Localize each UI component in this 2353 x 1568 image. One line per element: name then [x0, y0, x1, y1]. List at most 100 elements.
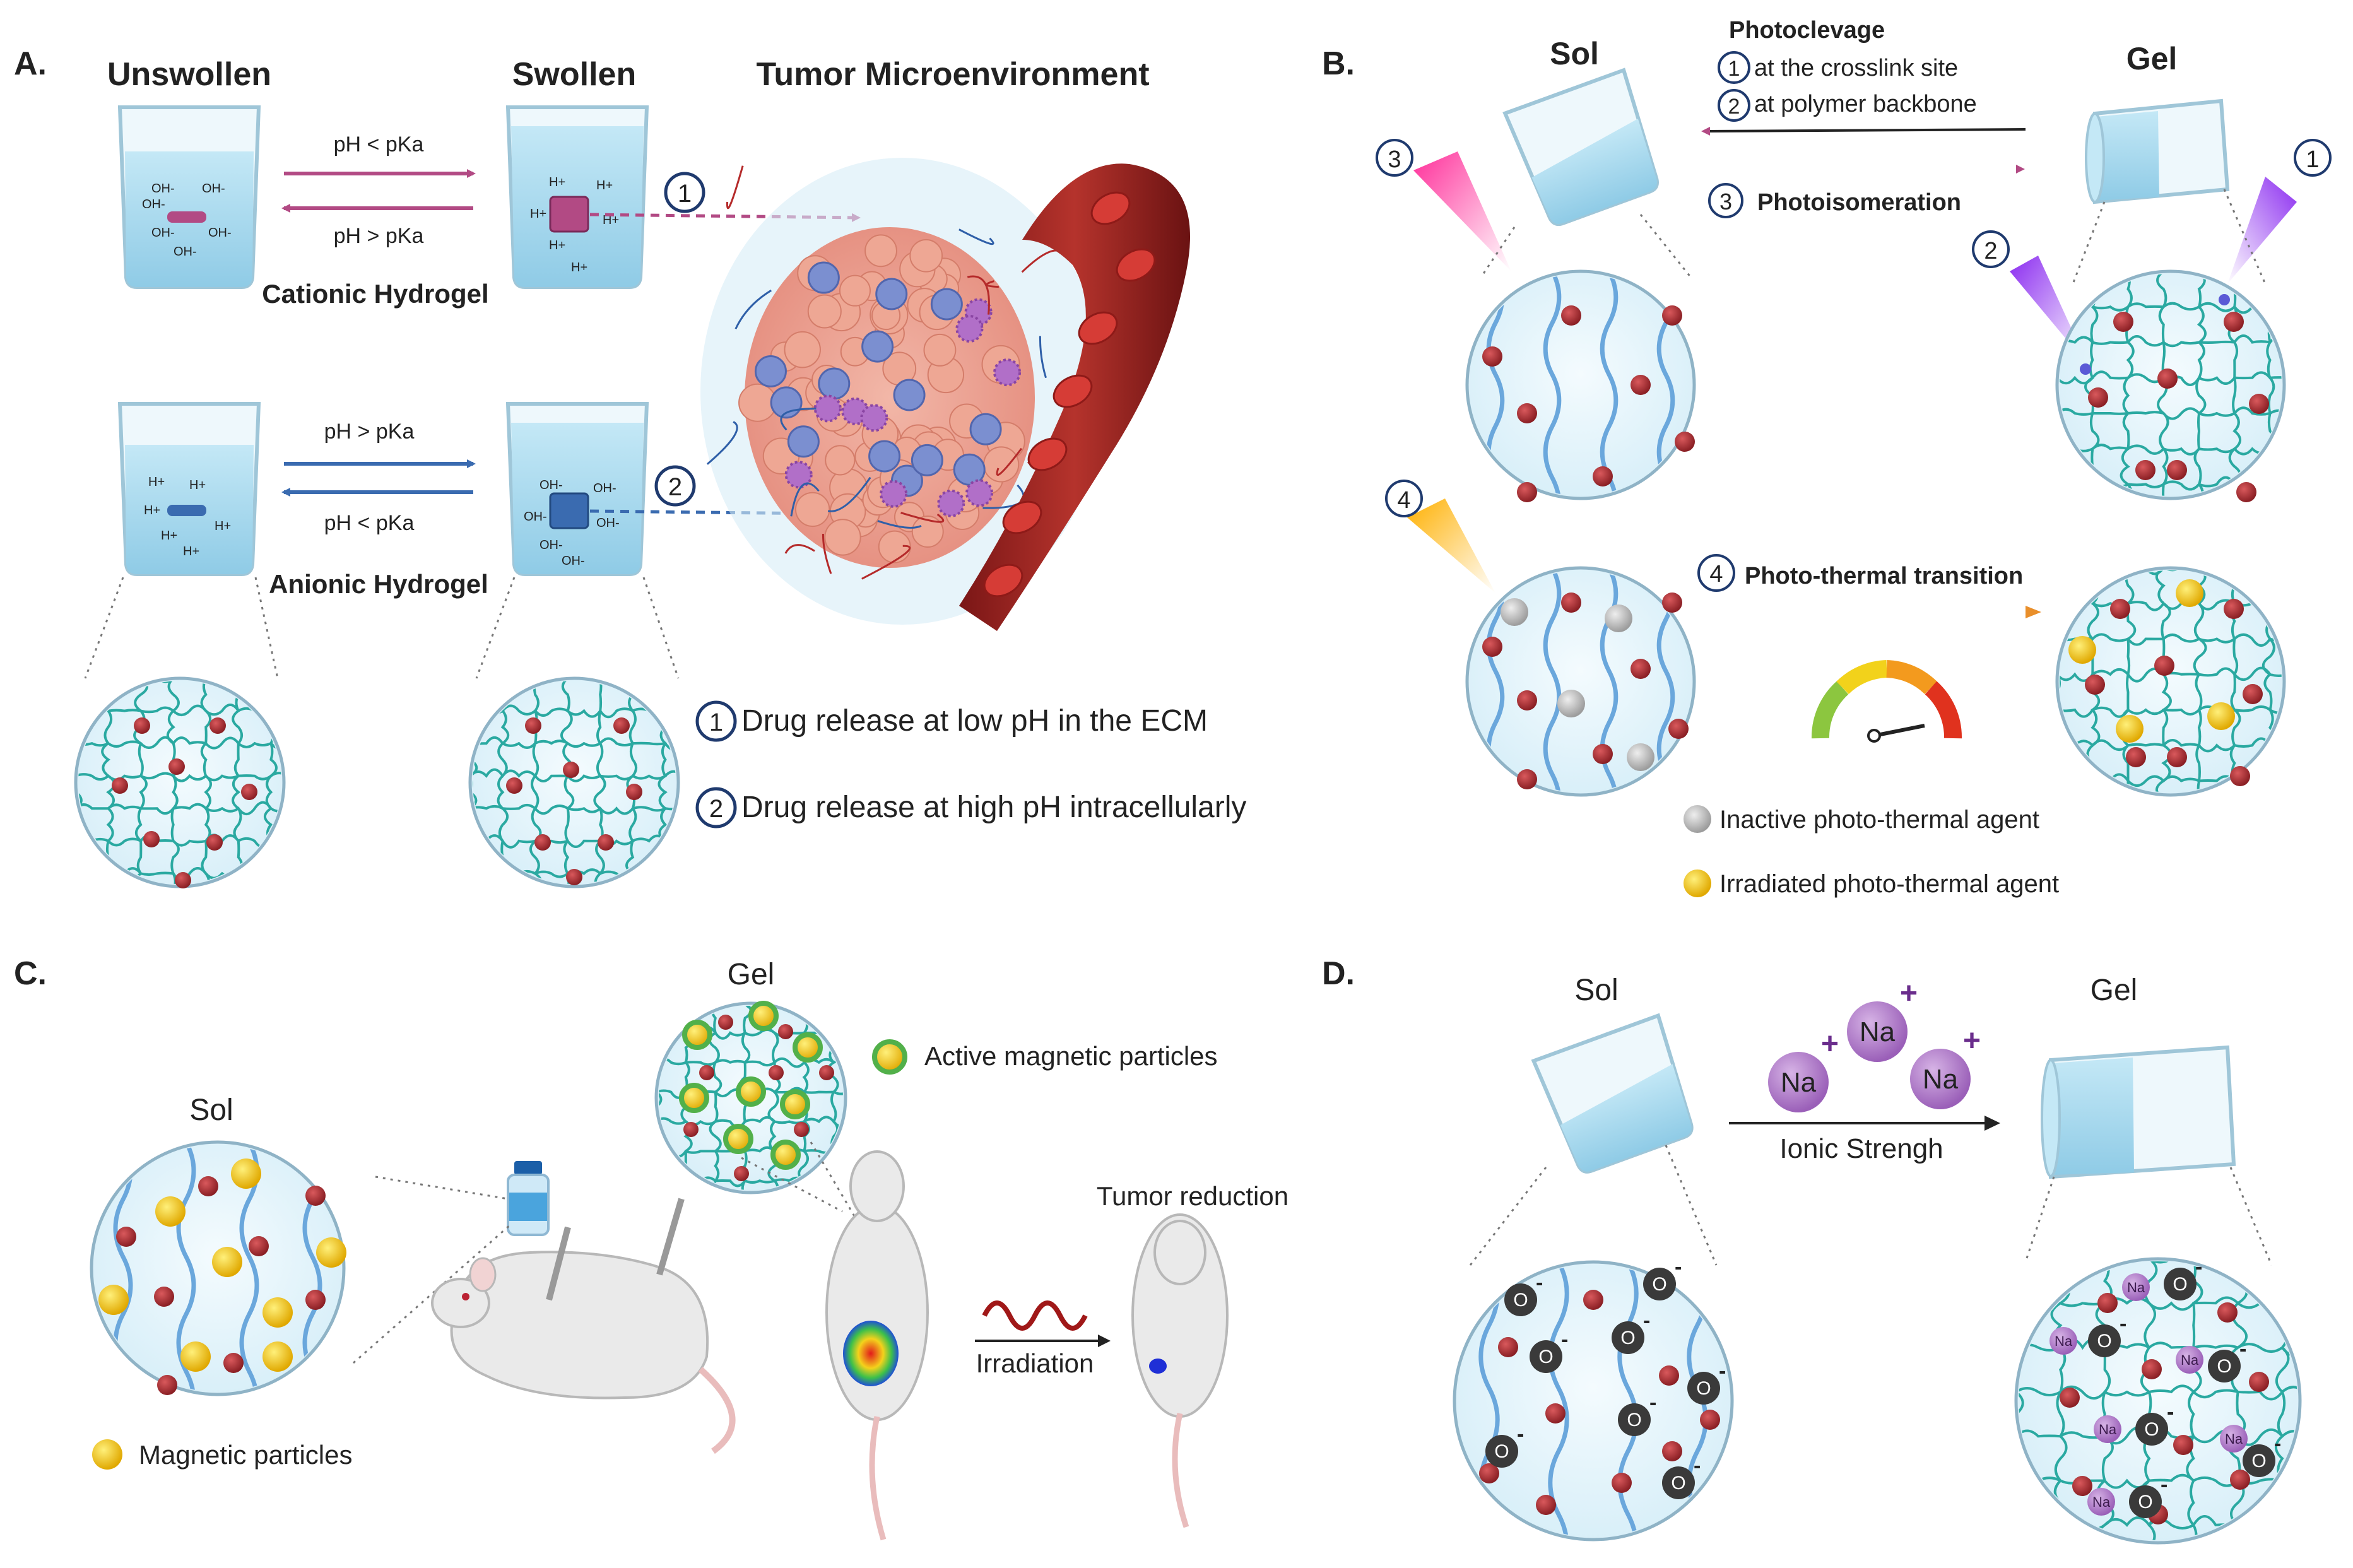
na-label: Na — [1781, 1067, 1817, 1098]
immune-cell — [930, 288, 963, 321]
sol-chains-b-top — [1465, 269, 1696, 502]
gel-mesh-c — [654, 1001, 847, 1194]
drug-molecule — [626, 784, 642, 800]
polymer-chain — [1543, 274, 1562, 496]
gel-title-d: Gel — [2091, 974, 2138, 1007]
red-blood-cell — [1078, 311, 1118, 345]
mesh-strand — [2019, 1261, 2297, 1267]
capillary — [986, 280, 999, 288]
b-marker-4-text: 4 — [1709, 561, 1723, 587]
drug-molecule — [209, 717, 226, 734]
anion-label: O — [1538, 1347, 1553, 1367]
beaker-gel-d — [2041, 1045, 2236, 1179]
magnetic-particle — [231, 1158, 261, 1189]
b-marker-2 — [1718, 89, 1750, 122]
drug-molecule — [1662, 305, 1682, 326]
oh-label: OH- — [596, 516, 620, 530]
cationic-hydrogel-label: Cationic Hydrogel — [262, 279, 488, 309]
active-magnetic-particle — [780, 1089, 810, 1119]
drug-molecule — [134, 717, 150, 734]
mesh-strand — [625, 681, 638, 884]
sodium-ion-1: Na + — [1768, 1027, 1839, 1112]
inactive-agent-swatch — [1684, 805, 1711, 833]
polymer-chain — [113, 1145, 133, 1392]
minus-icon: - — [2274, 1432, 2281, 1456]
drug-molecule — [1561, 592, 1581, 613]
photo-cleaved-site — [2080, 363, 2091, 375]
capillary — [822, 534, 832, 574]
tumor-cell — [983, 446, 1020, 483]
minus-icon: - — [2167, 1400, 2174, 1424]
magnetic-particle — [155, 1196, 186, 1227]
drug-molecule — [1479, 1463, 1499, 1483]
zoom-circle — [1465, 566, 1696, 797]
mesh-strand — [708, 1006, 722, 1190]
sodium-ion-3: Na + — [1910, 1024, 1981, 1109]
b-marker-1-beam-text: 1 — [2306, 146, 2319, 173]
drug-molecule — [1517, 769, 1537, 789]
immune-cell — [969, 413, 1002, 445]
polymer-chain — [1600, 274, 1619, 496]
sodium-ion-small — [2094, 1415, 2121, 1443]
sol-title-b: Sol — [1550, 36, 1599, 71]
zoom-circle — [74, 676, 286, 888]
anion — [1485, 1435, 1518, 1468]
h-label: H+ — [596, 179, 613, 192]
red-blood-cell — [983, 563, 1023, 598]
anion-label: O — [1627, 1410, 1641, 1430]
na-small-label: Na — [2099, 1422, 2117, 1437]
magnetic-particle — [180, 1341, 211, 1372]
drug-molecule — [683, 1122, 699, 1137]
drug-molecule — [249, 1236, 269, 1256]
drug-molecule — [157, 1375, 177, 1395]
capillary — [967, 275, 990, 315]
drug-molecule — [2167, 747, 2187, 767]
vial-icon — [507, 1161, 550, 1236]
red-blood-cell — [1090, 191, 1131, 225]
drug-molecule — [819, 1065, 834, 1080]
plus-icon: + — [1963, 1024, 1981, 1058]
polymer-chain — [176, 1145, 196, 1392]
tumor-cell — [839, 274, 871, 307]
drug-molecule — [2097, 1293, 2118, 1313]
zoom-circle — [1453, 1260, 1734, 1541]
zoom-line — [1639, 214, 1692, 278]
mesh-strand — [2019, 1294, 2297, 1311]
anion — [1662, 1466, 1695, 1499]
mesh-strand — [2060, 666, 2282, 683]
drug-molecule — [2135, 460, 2155, 480]
immune-cell — [868, 440, 901, 473]
light-beam-1 — [2227, 177, 2297, 284]
mesh-strand — [200, 681, 212, 884]
mesh-strand — [232, 681, 244, 884]
zoom-line — [2072, 201, 2106, 285]
legend-marker-1 — [695, 700, 737, 742]
tumor-cell — [909, 239, 943, 273]
h-label: H+ — [144, 504, 160, 517]
drug-molecule — [2142, 1359, 2162, 1379]
drug-molecule — [534, 834, 551, 851]
anion-label: O — [1513, 1290, 1528, 1311]
marker-2 — [654, 465, 696, 507]
sol-chains-c — [90, 1140, 346, 1396]
na-small-label: Na — [2055, 1333, 2073, 1349]
legend-drug-release-low-ph: Drug release at low pH in the ECM — [741, 704, 1208, 738]
drug-molecule — [2224, 312, 2244, 332]
photo-cleaved-site — [2219, 294, 2230, 305]
h-label: H+ — [148, 475, 165, 489]
na-small-label: Na — [2092, 1494, 2111, 1510]
na-small-label: Na — [2181, 1352, 2199, 1368]
anion-label: O — [1494, 1441, 1509, 1462]
hydrogel-mesh-swollen — [468, 676, 680, 888]
sodium-ion-small — [2176, 1346, 2203, 1374]
panel-d: D. Sol Gel Na + Na + Na + Ion — [1322, 955, 2302, 1545]
immune-cell — [787, 425, 820, 458]
minus-icon: - — [1719, 1359, 1726, 1383]
arrowhead — [2026, 606, 2041, 618]
minus-icon: - — [1643, 1309, 1650, 1333]
drug-molecule — [2072, 1476, 2092, 1496]
red-blood-cell — [1002, 500, 1042, 534]
b-marker-3-beam-text: 3 — [1388, 146, 1401, 173]
drug-molecule — [2154, 656, 2174, 676]
